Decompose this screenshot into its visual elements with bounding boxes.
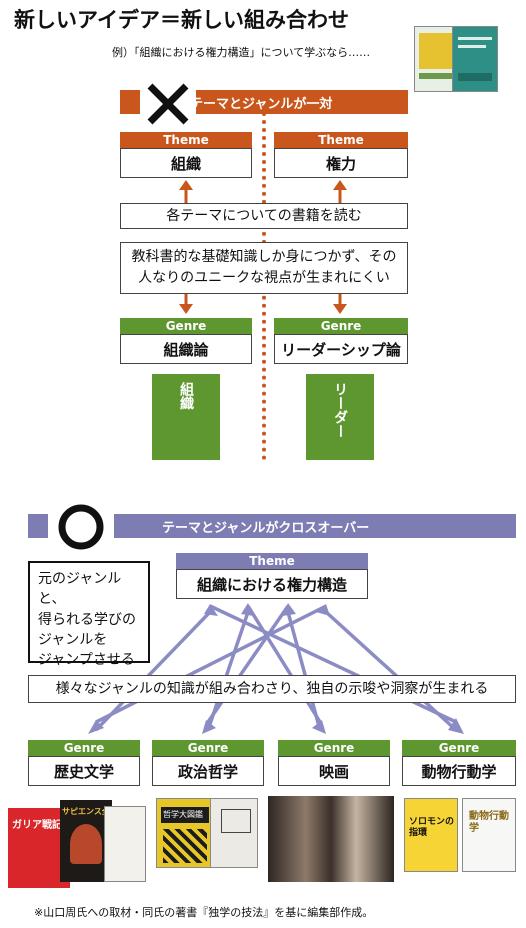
book-cover-image (210, 798, 258, 868)
theme-label: Theme (120, 132, 252, 148)
genre-box-leadership-theory: リーダーシップ論 (274, 334, 408, 364)
theme-box-power-structure: 組織における権力構造 (176, 569, 368, 599)
side-note-line: 元のジャンルと、 (38, 571, 122, 608)
genre-label: Genre (28, 740, 140, 756)
genre-label: Genre (120, 318, 252, 334)
genre-box-organization-theory: 組織論 (120, 334, 252, 364)
good-banner-left (28, 514, 48, 538)
genre-box-animal-behavior: 動物行動学 (402, 756, 516, 786)
book-cover-image (104, 806, 146, 882)
cover-text: ソロモンの指環 (409, 817, 455, 838)
cover-text: 動物行動学 (469, 811, 509, 834)
genre-box-political-philosophy: 政治哲学 (152, 756, 264, 786)
film-still-image (268, 796, 394, 882)
circle-mark-icon (56, 502, 106, 552)
cover-text: サピエンス全史 (62, 807, 118, 816)
genre-box-historical-literature: 歴史文学 (28, 756, 140, 786)
book-cover-animal-behavior: 動物行動学 (462, 798, 516, 872)
book-cover-philosophy: 哲学大図鑑 (156, 798, 214, 868)
genre-label: Genre (152, 740, 264, 756)
cover-text: 哲学大図鑑 (163, 810, 203, 819)
theme-label: Theme (176, 553, 368, 569)
theme-label: Theme (274, 132, 408, 148)
book-cover-image (414, 26, 460, 92)
combine-box: 様々なジャンルの知識が組み合わさり、独自の示唆や洞察が生まれる (28, 675, 516, 703)
side-note-line: ジャンルを (38, 631, 108, 648)
book-cover-gallic-war: ガリア戦記 (8, 808, 70, 888)
footnote: ※山口周氏への取材・同氏の著書『独学の技法』を基に編集部作成。 (34, 906, 374, 919)
result-box: 教科書的な基礎知識しか身につかず、その 人なりのユニークな視点が生まれにくい (120, 242, 408, 294)
book-cover-image (452, 26, 498, 92)
good-banner: テーマとジャンルがクロスオーバー (114, 514, 516, 538)
read-books-box: 各テーマについての書籍を読む (120, 203, 408, 229)
genre-label: Genre (402, 740, 516, 756)
side-note-line: ジャンプさせる (38, 652, 135, 669)
side-note-box: 元のジャンルと、 得られる学びの ジャンルを ジャンプさせる (28, 561, 150, 668)
result-line: 教科書的な基礎知識しか身につかず、その (131, 249, 397, 265)
page-title: 新しいアイデア＝新しい組み合わせ (14, 8, 349, 32)
side-note-line: 得られる学びの (38, 611, 136, 628)
example-caption: 例）「組織における権力構造」について学ぶなら…… (112, 46, 371, 59)
theme-box-power: 権力 (274, 148, 408, 178)
bad-banner-text: テーマとジャンルが一対 (190, 96, 333, 112)
result-line: 人なりのユニークな視点が生まれにくい (138, 270, 390, 286)
genre-label: Genre (278, 740, 390, 756)
book-leader: リーダー (306, 374, 374, 460)
book-cover-solomon: ソロモンの指環 (404, 798, 458, 872)
book-title: 組織 (178, 382, 194, 410)
theme-box-organization: 組織 (120, 148, 252, 178)
good-banner-text: テーマとジャンルがクロスオーバー (162, 520, 370, 536)
cross-mark-icon (140, 82, 196, 126)
genre-box-film: 映画 (278, 756, 390, 786)
book-organization: 組織 (152, 374, 220, 460)
genre-label: Genre (274, 318, 408, 334)
cover-text: ガリア戦記 (12, 820, 62, 831)
book-cover-sapiens: サピエンス全史 (60, 800, 118, 882)
book-title: リーダー (332, 382, 348, 438)
